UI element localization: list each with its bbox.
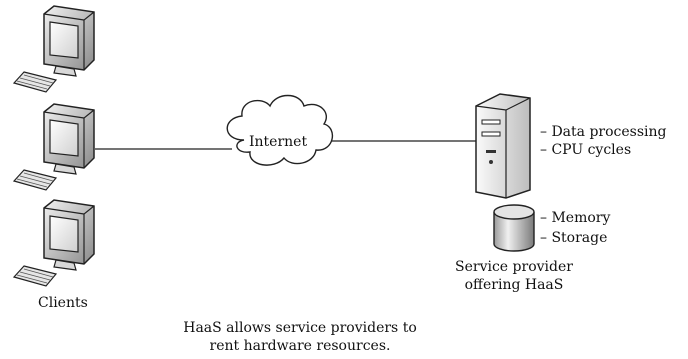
client-computer-1	[13, 5, 95, 93]
provider-label-line-1: Service provider	[455, 259, 573, 275]
server-tower-icon	[475, 93, 531, 199]
server-feature-cpu-cycles: – CPU cycles	[540, 142, 632, 158]
storage-feature-memory: – Memory	[540, 210, 611, 226]
storage-cylinder-icon	[493, 204, 535, 252]
provider-label-line-2: offering HaaS	[464, 277, 564, 293]
server-feature-data-processing: – Data processing	[540, 124, 667, 140]
client-computer-3	[13, 199, 95, 287]
clients-label: Clients	[38, 295, 88, 311]
internet-label: Internet	[249, 134, 308, 150]
client-computer-2	[13, 103, 95, 191]
caption-line-2: rent hardware resources.	[209, 338, 391, 354]
caption-line-1: HaaS allows service providers to	[183, 320, 417, 336]
storage-feature-storage: – Storage	[540, 230, 608, 246]
internet-cloud-icon	[226, 94, 334, 166]
